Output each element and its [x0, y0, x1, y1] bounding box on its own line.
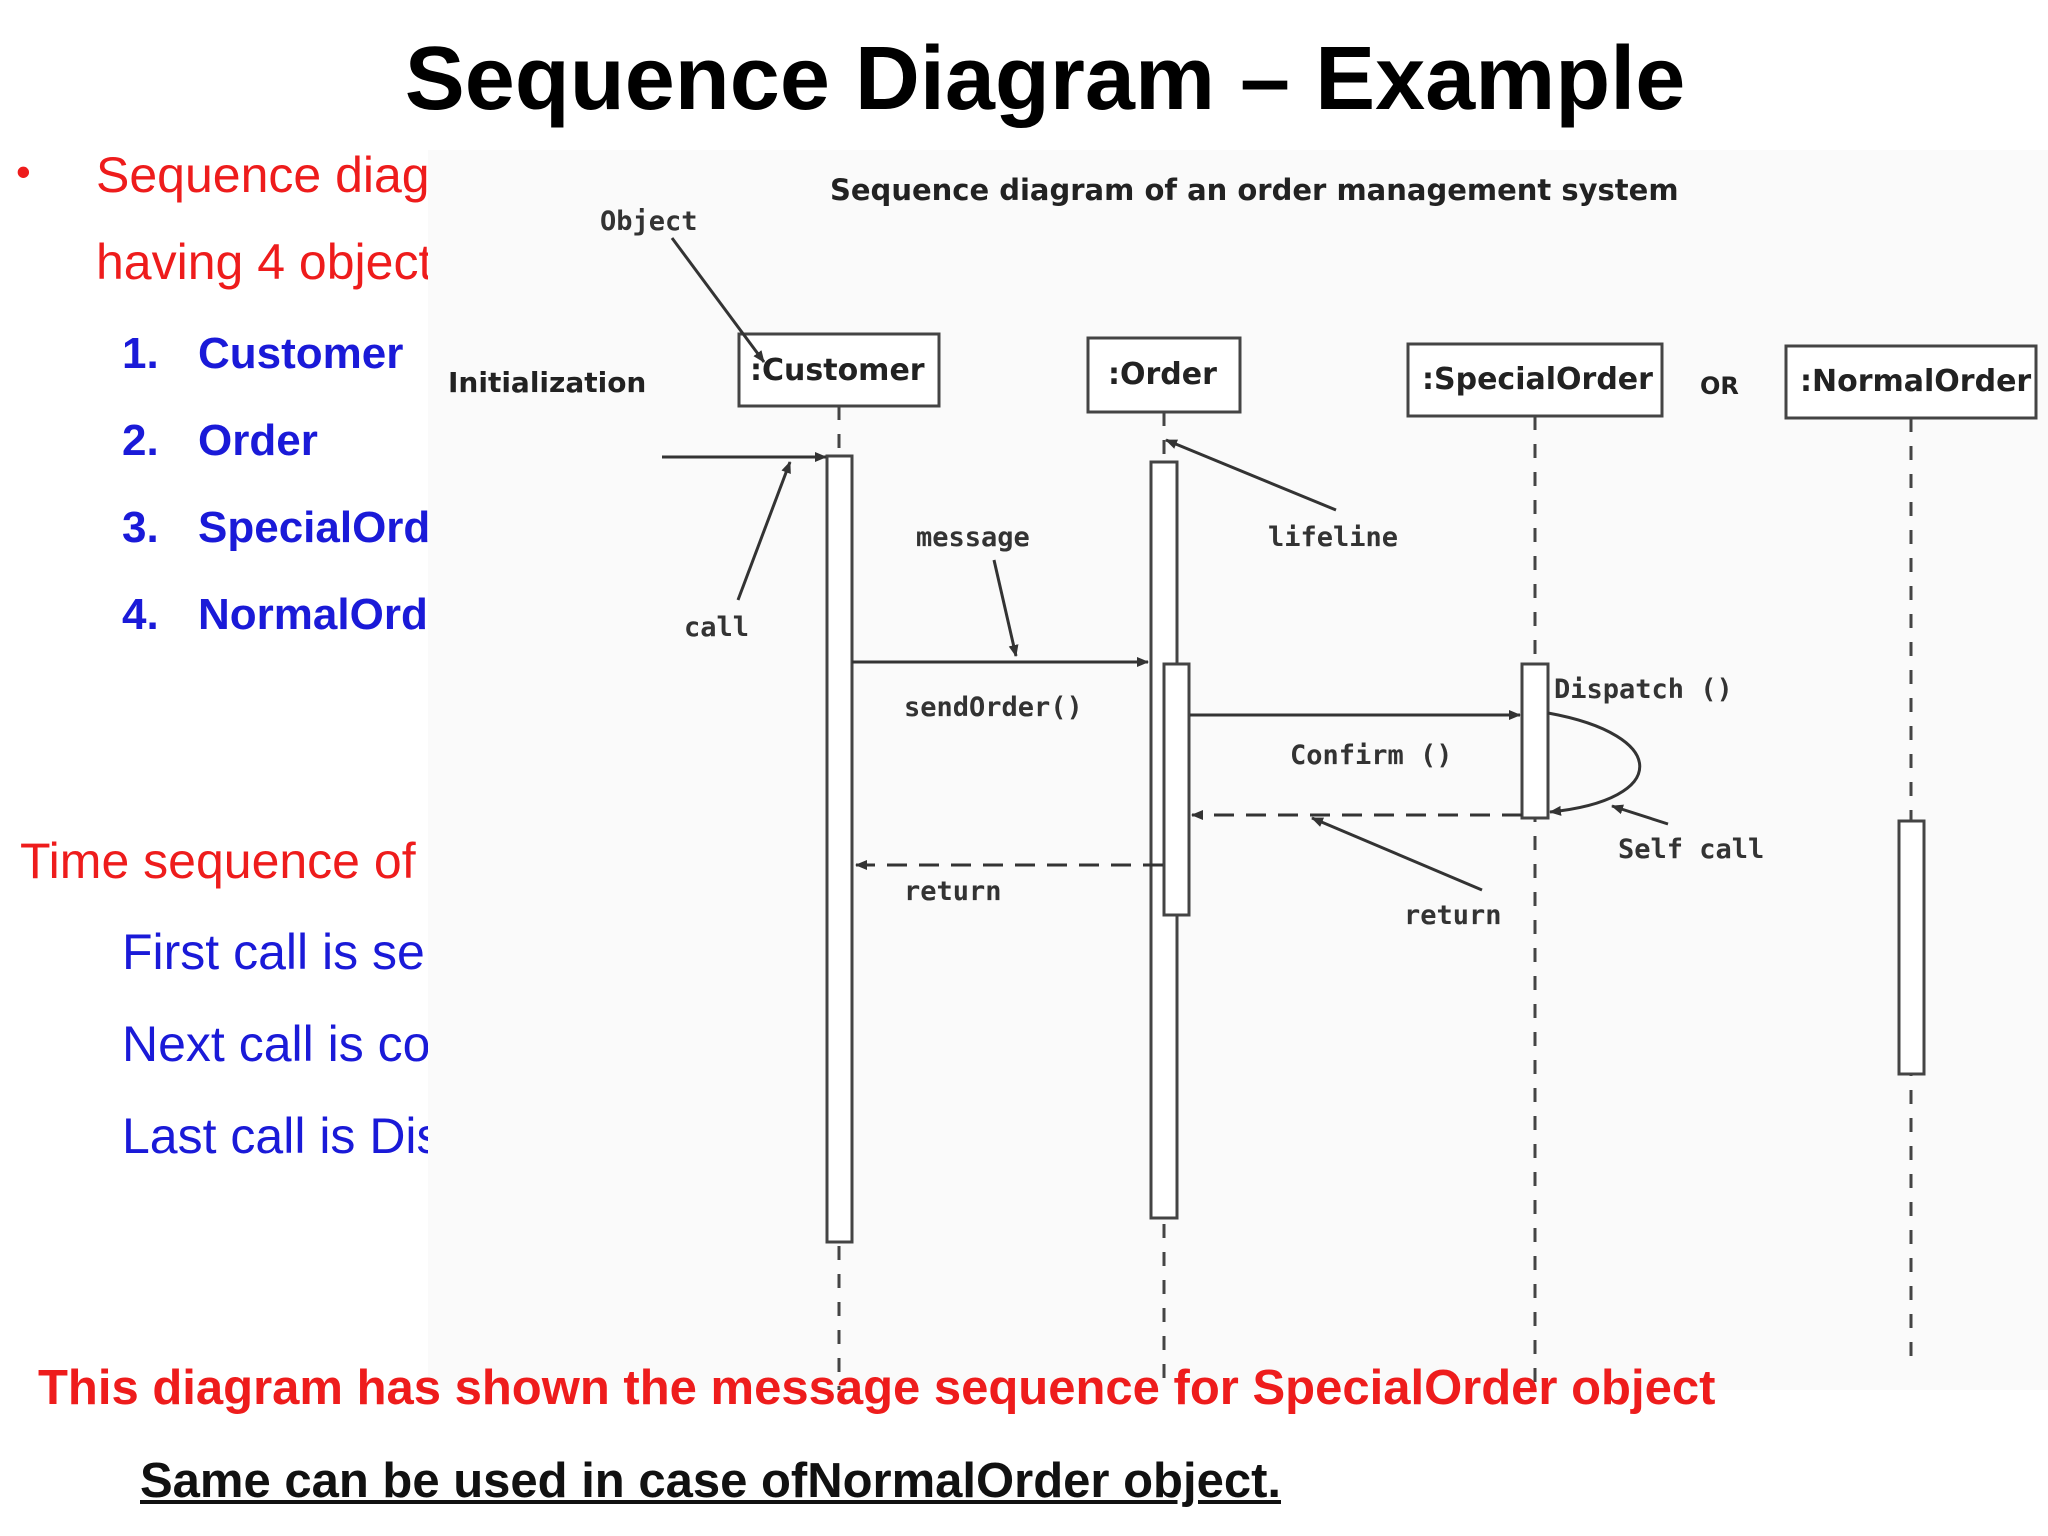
footer-line-2: Same can be used in case ofNormalOrder o… [140, 1454, 1281, 1508]
list-item-customer: Customer [198, 329, 404, 378]
initialization-label: Initialization [448, 366, 646, 399]
return-label-left: return [904, 876, 1002, 907]
object-label: Object [600, 206, 698, 237]
footer-line-1: This diagram has shown the message seque… [38, 1361, 1716, 1415]
list-item-specialorder: SpecialOrder [198, 503, 472, 552]
lifeline-pointer [1165, 438, 1337, 512]
activation-customer [825, 454, 854, 1244]
message-label: message [916, 522, 1030, 553]
object-specialorder: :SpecialOrder [1406, 342, 1664, 418]
bullet-line-2: having 4 objects [96, 234, 458, 290]
diagram-caption: Sequence diagram of an order management … [830, 173, 1679, 207]
activation-specialorder [1520, 662, 1550, 820]
bullet-dot: • [16, 148, 31, 195]
list-item-number: 2. [122, 416, 159, 465]
list-item-number: 4. [122, 590, 159, 639]
list-item-normalorder: NormalOrder [198, 590, 470, 639]
return-label-right: return [1404, 900, 1502, 931]
object-customer-label: :Customer [750, 353, 925, 388]
object-pointer [670, 237, 766, 363]
or-label: OR [1700, 372, 1739, 400]
self-call-pointer [1611, 804, 1669, 826]
object-order-label: :Order [1108, 357, 1217, 392]
self-call-arrow [1547, 711, 1642, 816]
call-label: call [684, 612, 749, 643]
list-item-order: Order [198, 416, 318, 465]
object-normalorder: :NormalOrder [1784, 344, 2038, 420]
call-pointer [736, 461, 792, 601]
object-normalorder-label: :NormalOrder [1800, 364, 2031, 399]
return-pointer-right [1311, 816, 1483, 892]
diagram-background [428, 150, 2048, 1390]
activation-normalorder [1897, 819, 1926, 1076]
list-item-number: 1. [122, 329, 159, 378]
sendorder-label: sendOrder() [904, 692, 1083, 723]
dispatch-label: Dispatch () [1554, 674, 1733, 705]
object-order: :Order [1086, 336, 1242, 414]
activation-order-inner [1162, 662, 1191, 917]
page-title: Sequence Diagram – Example [404, 29, 1686, 129]
self-call-label: Self call [1618, 834, 1764, 865]
lifeline-label: lifeline [1268, 522, 1398, 553]
list-item-number: 3. [122, 503, 159, 552]
object-customer: :Customer [737, 332, 941, 408]
confirm-label: Confirm () [1290, 740, 1453, 771]
object-specialorder-label: :SpecialOrder [1422, 362, 1653, 397]
message-pointer [992, 559, 1019, 657]
